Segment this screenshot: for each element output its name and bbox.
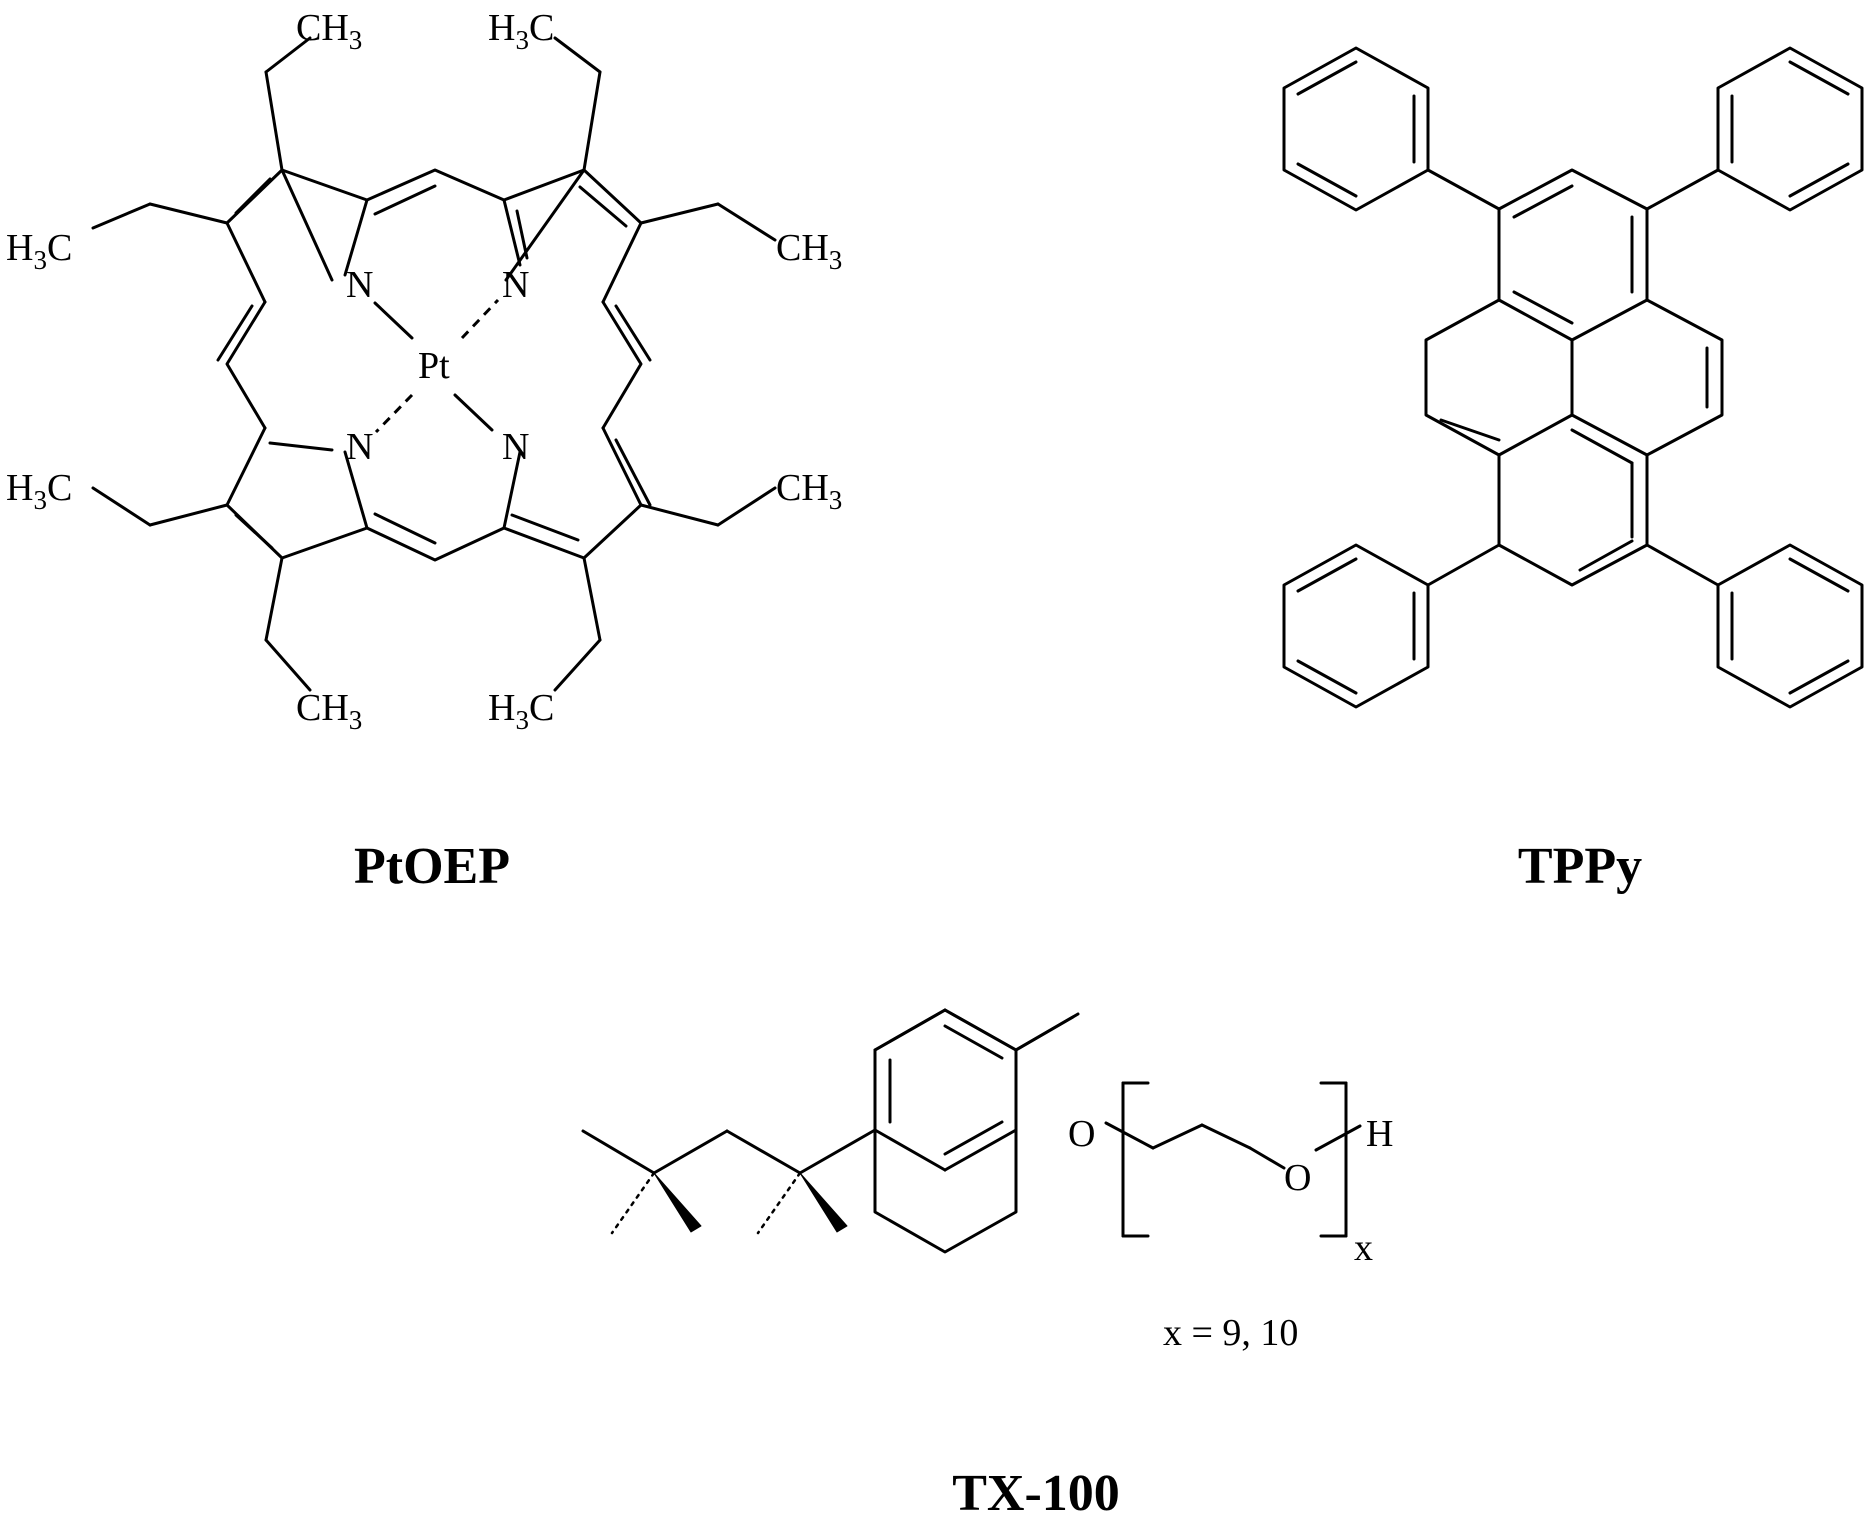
- ptoep-methyl-left-lower: H3C: [6, 467, 72, 515]
- ptoep-nitrogen-ul: N: [346, 264, 373, 306]
- tx100-chain-bond-5: [1314, 1124, 1362, 1152]
- ptoep-platinum: Pt: [418, 345, 450, 387]
- tx100-oxygen-repeat: O: [1284, 1157, 1311, 1199]
- ptoep-nitrogen-ur: N: [502, 264, 529, 306]
- tppy-caption: TPPy: [1518, 838, 1642, 895]
- ptoep-caption: PtOEP: [354, 838, 510, 895]
- ptoep-methyl-right-upper: CH3: [776, 227, 842, 275]
- tx100-oxygen-ether: O: [1068, 1113, 1095, 1155]
- ptoep-methyl-right-lower: CH3: [776, 467, 842, 515]
- ptoep-methyl-top-left: CH3: [296, 7, 362, 55]
- ptoep-structure: N N N N Pt CH3 H3C H3C CH3 H3C CH3 CH3 H…: [6, 7, 842, 895]
- ptoep-nitrogen-lr: N: [502, 426, 529, 468]
- tx100-chain-bond-2: [1151, 1123, 1204, 1150]
- tx100-chain-bond-1: [1104, 1121, 1155, 1150]
- ptoep-methyl-left-upper: H3C: [6, 227, 72, 275]
- tx100-chain-bond-4: [1248, 1146, 1286, 1170]
- tx100-chain-bond-3: [1200, 1123, 1252, 1150]
- ptoep-methyl-top-right: H3C: [488, 7, 554, 55]
- tx100-hydrogen: H: [1366, 1113, 1393, 1155]
- tppy-structure: TPPy: [1282, 46, 1864, 895]
- ptoep-methyl-bottom-left: CH3: [296, 687, 362, 735]
- tx100-repeat-subscript: x: [1354, 1227, 1373, 1269]
- ptoep-methyl-bottom-right: H3C: [488, 687, 554, 735]
- ptoep-nitrogen-ll: N: [346, 426, 373, 468]
- tx100-note: x = 9, 10: [1163, 1312, 1298, 1354]
- tx100-caption: TX-100: [952, 1465, 1120, 1522]
